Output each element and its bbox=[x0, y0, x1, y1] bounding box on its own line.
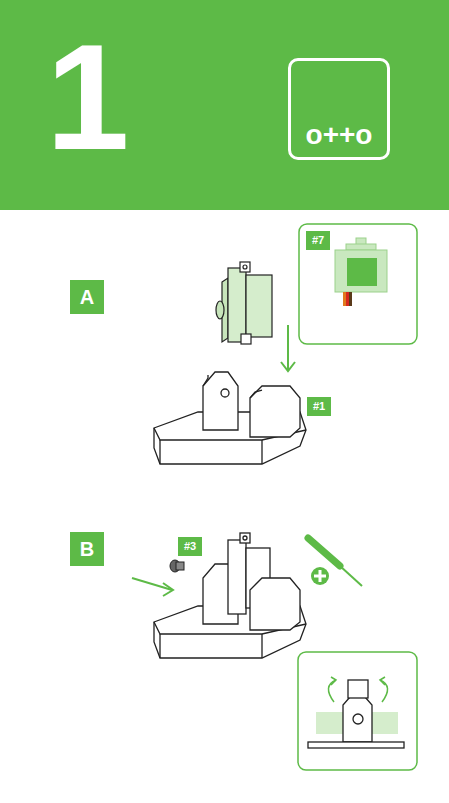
step-letter: B bbox=[80, 539, 94, 559]
part-number: #7 bbox=[312, 235, 324, 246]
servo-motor bbox=[216, 262, 272, 344]
part-tag: #3 bbox=[178, 537, 202, 556]
screw bbox=[170, 560, 184, 572]
base-part bbox=[154, 372, 306, 464]
assembled-base bbox=[154, 533, 306, 658]
header-band: 1 o++o bbox=[0, 0, 449, 210]
screw-arrow bbox=[132, 578, 173, 596]
screwdriver-icon bbox=[308, 538, 362, 586]
logo-box: o++o bbox=[288, 58, 390, 160]
rotation-detail bbox=[308, 677, 404, 748]
insert-arrow bbox=[281, 325, 295, 371]
part-number: #1 bbox=[313, 401, 325, 412]
step-number: 1 bbox=[46, 22, 129, 172]
servo-icon bbox=[335, 238, 387, 306]
step-label: A bbox=[70, 280, 104, 314]
part-number: #3 bbox=[184, 541, 196, 552]
part-tag: #1 bbox=[307, 397, 331, 416]
logo-text: o++o bbox=[306, 121, 373, 149]
step-label: B bbox=[70, 532, 104, 566]
part-tag: #7 bbox=[306, 231, 330, 250]
step-letter: A bbox=[80, 287, 94, 307]
